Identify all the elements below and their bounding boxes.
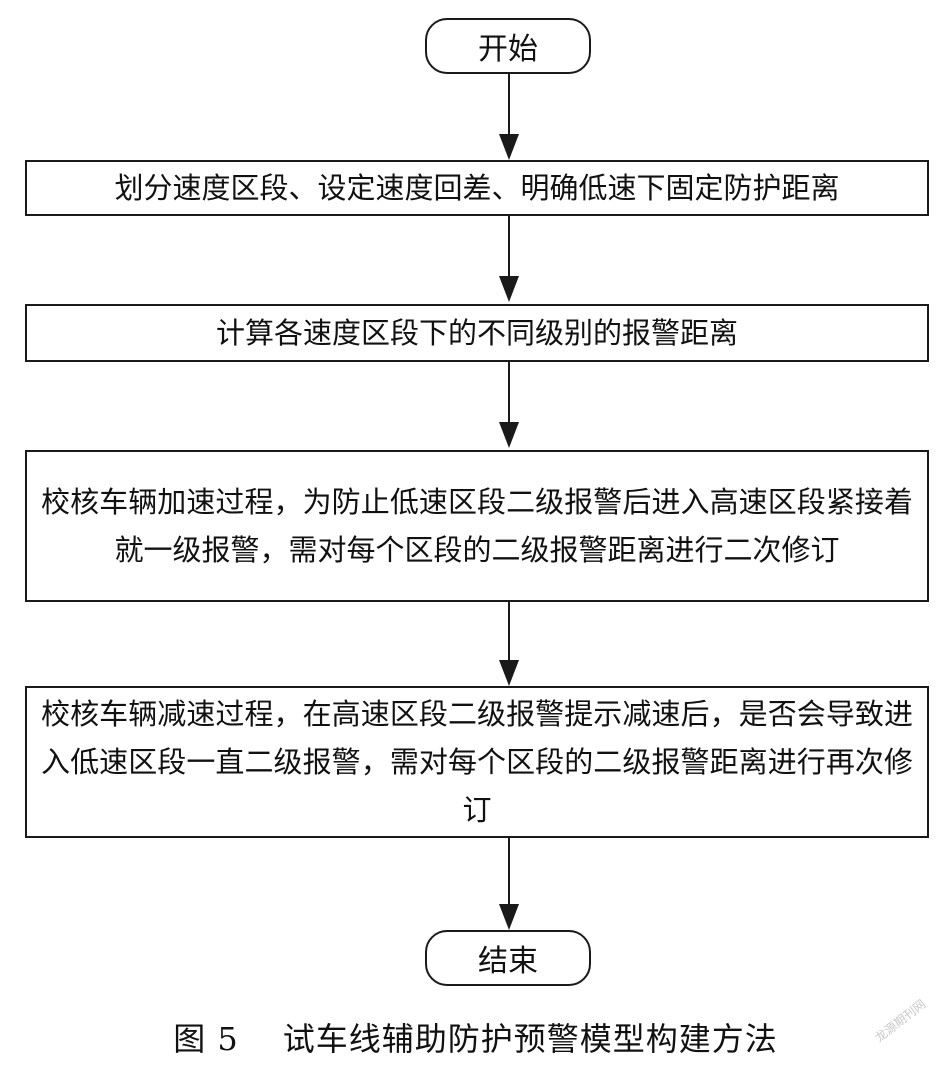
step1-label: 划分速度区段、设定速度回差、明确低速下固定防护距离 (114, 171, 840, 205)
arrowhead-start-to-step1 (499, 134, 519, 160)
arrow-step3-to-step4 (508, 602, 510, 662)
figure-title: 试车线辅助防护预警模型构建方法 (282, 1020, 778, 1058)
step3-label: 校核车辆加速过程，为防止低速区段二级报警后进入高速区段紧接着就一级报警，需对每个… (41, 485, 913, 567)
end-label: 结束 (478, 944, 538, 979)
step1-box: 划分速度区段、设定速度回差、明确低速下固定防护距离 (25, 160, 929, 216)
arrowhead-step2-to-step3 (499, 422, 519, 448)
arrowhead-step3-to-step4 (499, 660, 519, 686)
figure-caption: 图 5 试车线辅助防护预警模型构建方法 (0, 1014, 951, 1060)
arrowhead-step1-to-step2 (499, 276, 519, 302)
start-node: 开始 (425, 18, 591, 74)
start-label: 开始 (478, 32, 538, 67)
end-node: 结束 (425, 930, 591, 986)
step4-label: 校核车辆减速过程，在高速区段二级报警提示减速后，是否会导致进入低速区段一直二级报… (41, 697, 913, 827)
arrow-step4-to-end (508, 838, 510, 906)
arrow-step1-to-step2 (508, 216, 510, 278)
step2-label: 计算各速度区段下的不同级别的报警距离 (215, 316, 738, 350)
arrow-start-to-step1 (508, 74, 510, 136)
arrowhead-step4-to-end (499, 904, 519, 930)
step2-box: 计算各速度区段下的不同级别的报警距离 (25, 304, 929, 362)
step3-box: 校核车辆加速过程，为防止低速区段二级报警后进入高速区段紧接着就一级报警，需对每个… (25, 450, 929, 602)
step4-box: 校核车辆减速过程，在高速区段二级报警提示减速后，是否会导致进入低速区段一直二级报… (25, 686, 929, 838)
arrow-step2-to-step3 (508, 362, 510, 424)
figure-number: 图 5 (173, 1020, 239, 1058)
